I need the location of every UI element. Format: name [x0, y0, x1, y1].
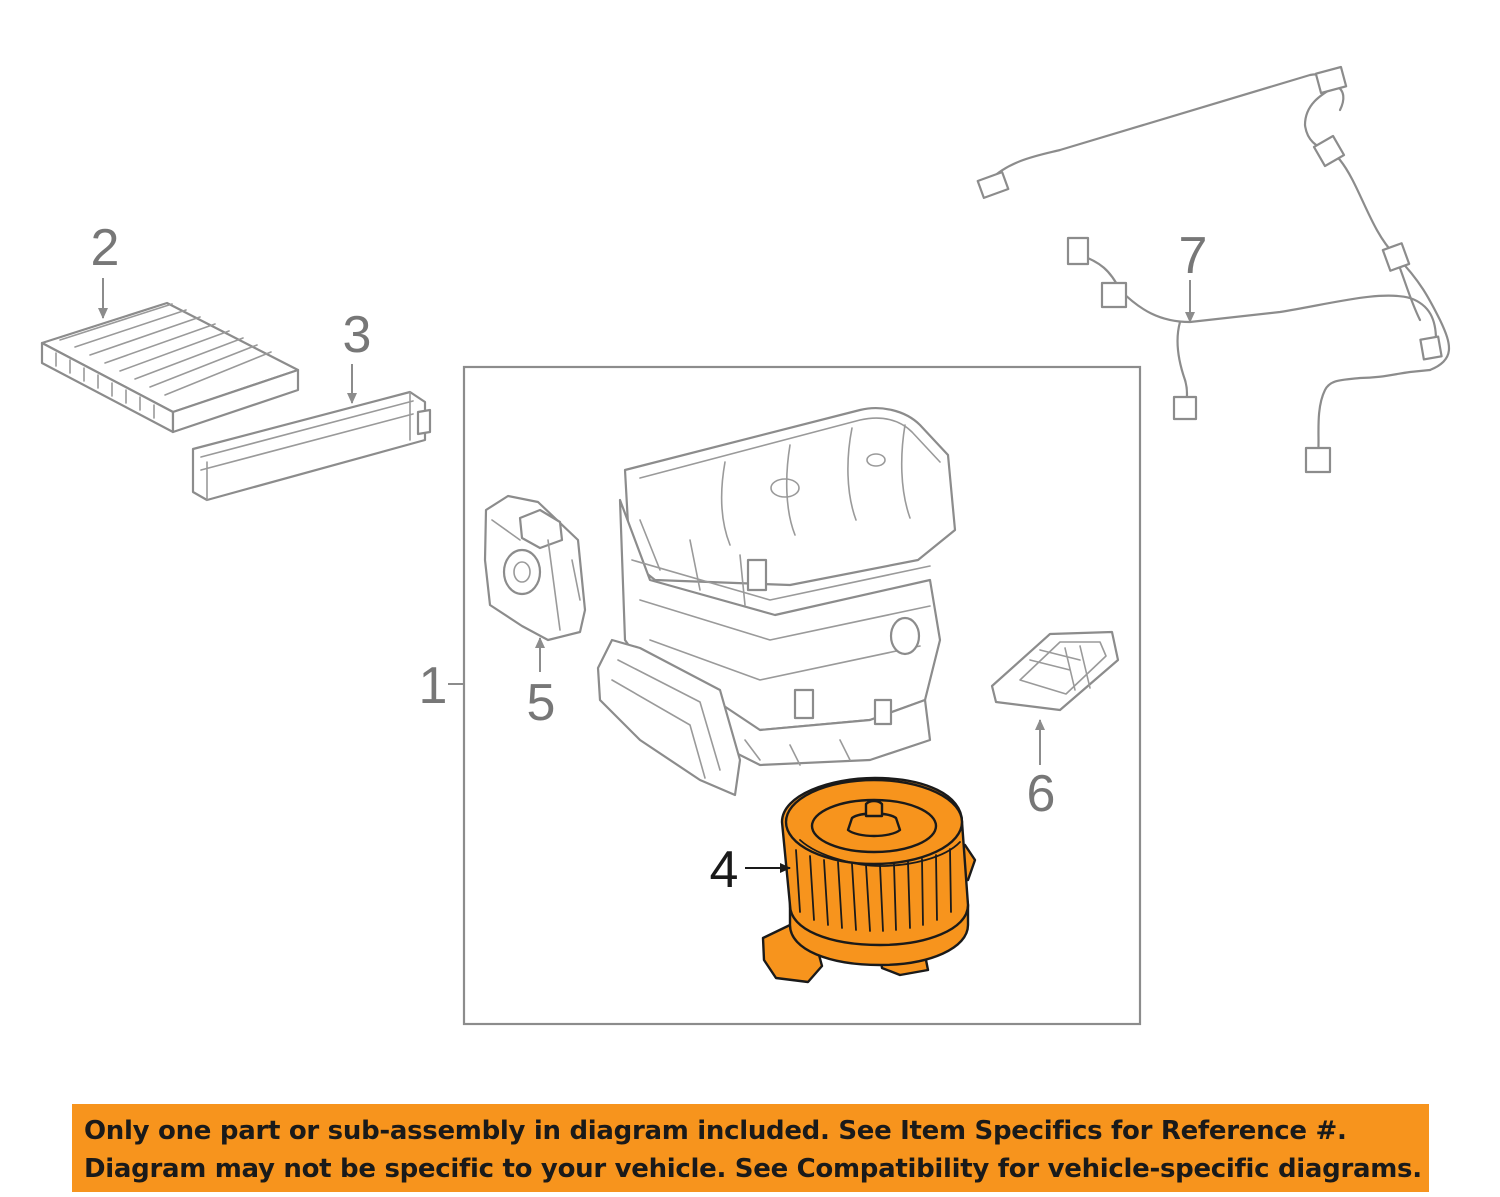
disclaimer-banner: Only one part or sub-assembly in diagram… [72, 1104, 1429, 1192]
callout-3: 3 [343, 306, 372, 364]
disclaimer-line-2: Diagram may not be specific to your vehi… [84, 1154, 1422, 1184]
blower-motor-drawing [761, 776, 977, 984]
wire-harness-drawing [976, 65, 1451, 474]
hvac-case-drawing [596, 407, 957, 797]
callout-1: 1 [419, 657, 448, 715]
assembly-group-box [462, 365, 1142, 1026]
callout-7: 7 [1179, 227, 1208, 285]
callout-4: 4 [710, 841, 739, 899]
blower-resistor-drawing [990, 630, 1120, 712]
cabin-air-filter-drawing [40, 301, 300, 434]
filter-cover-drawing [191, 390, 432, 502]
callout-2: 2 [91, 219, 120, 277]
disclaimer-line-1: Only one part or sub-assembly in diagram… [84, 1116, 1347, 1146]
callout-6: 6 [1027, 765, 1056, 823]
callout-5: 5 [527, 674, 556, 732]
damper-servo-drawing [483, 494, 587, 642]
